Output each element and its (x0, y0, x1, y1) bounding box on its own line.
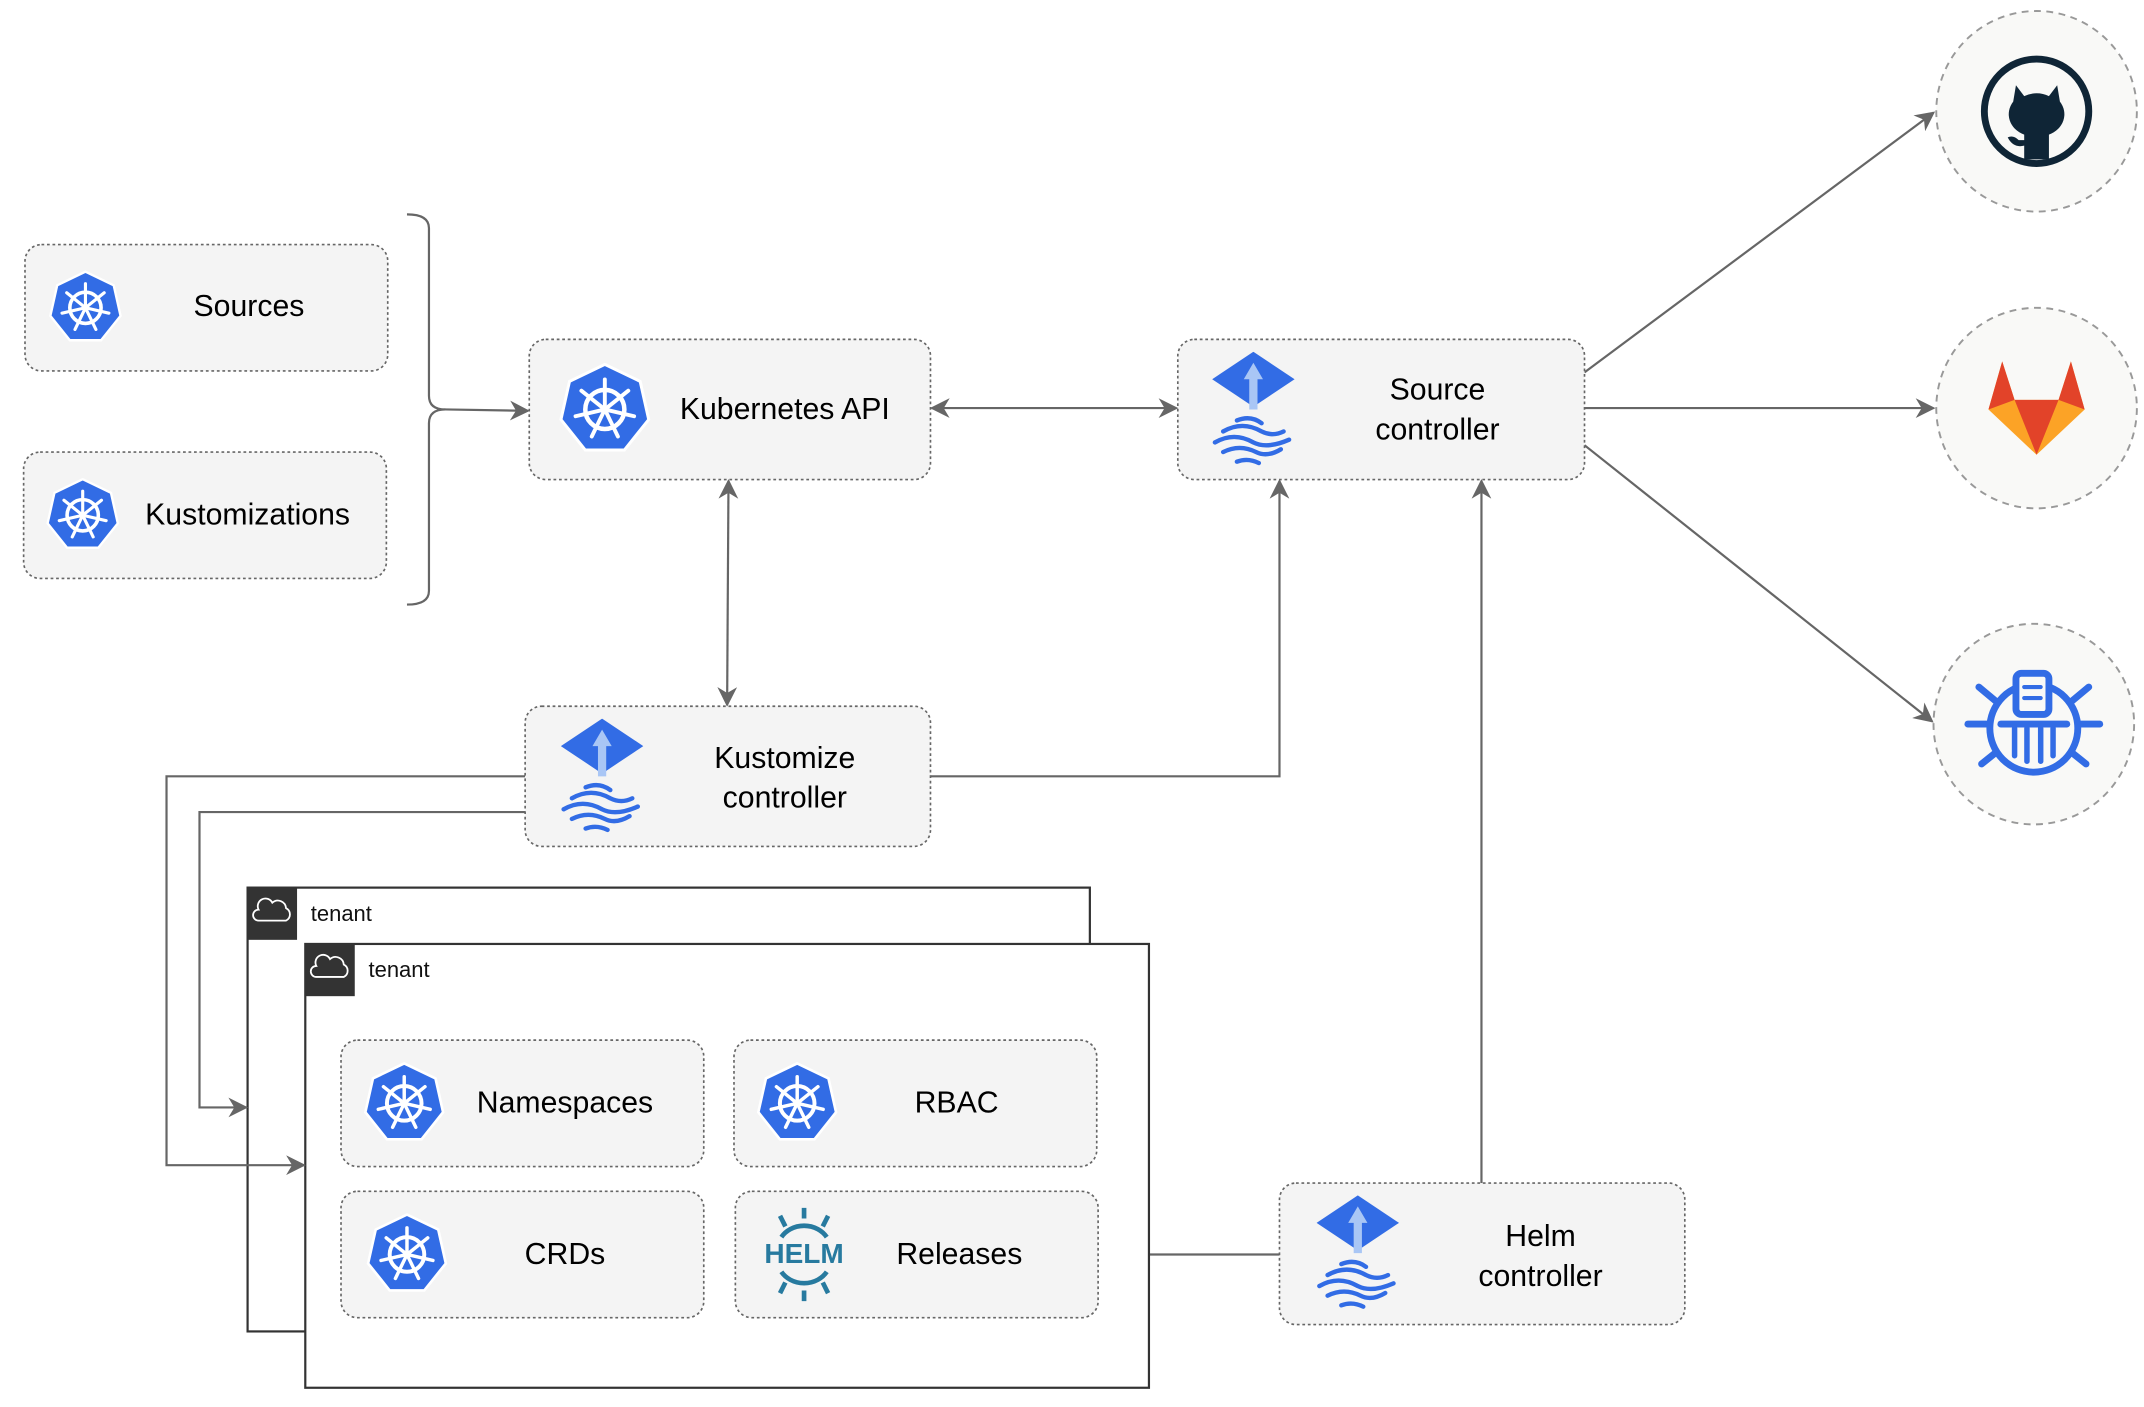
node-label: RBAC (915, 1087, 999, 1120)
cloud-icon (309, 953, 349, 978)
node-label: Namespaces (477, 1087, 653, 1120)
edge-source-to-helm-repo (1583, 444, 1934, 723)
node-label: Kustomizations (145, 499, 350, 532)
node-helm-controller[interactable]: Helm controller (1278, 1182, 1686, 1326)
node-label: Sources (194, 290, 305, 323)
node-kustomizations[interactable]: Kustomizations (22, 451, 388, 580)
github-icon (1980, 55, 2093, 167)
edge-crds-to-api (445, 400, 530, 421)
helm-repository-icon (1964, 669, 2104, 776)
edge-kustomize-to-source (930, 478, 1290, 778)
node-label: Source (1390, 374, 1486, 407)
node-label: Helm (1505, 1220, 1576, 1253)
node-label: CRDs (525, 1238, 606, 1271)
node-releases[interactable]: Releases (734, 1190, 1099, 1319)
node-label: Kubernetes API (680, 393, 890, 426)
node-namespaces[interactable]: Namespaces (340, 1039, 705, 1168)
node-crds[interactable]: CRDs (340, 1190, 705, 1319)
node-sources[interactable]: Sources (24, 243, 389, 372)
gitlab-icon (1988, 361, 2085, 455)
cloud-icon (252, 897, 291, 922)
node-kubernetes-api[interactable]: Kubernetes API (528, 338, 932, 481)
node-label: controller (723, 782, 847, 815)
gitlab-node[interactable] (1935, 306, 2138, 510)
tenant-header (247, 887, 298, 940)
tenant-header (305, 943, 355, 997)
brace (406, 408, 446, 606)
node-label: Kustomize (714, 742, 855, 775)
node-label: controller (1375, 413, 1499, 446)
tenant-label: tenant (369, 957, 430, 982)
node-label: Releases (896, 1238, 1022, 1271)
node-rbac[interactable]: RBAC (733, 1039, 1098, 1168)
node-source-controller[interactable]: Source controller (1176, 338, 1586, 481)
edge-source-to-github (1583, 111, 1936, 374)
node-label: controller (1478, 1260, 1602, 1293)
node-kustomize-controller[interactable]: Kustomize controller (524, 705, 932, 848)
tenant-label: tenant (311, 901, 372, 926)
edge-kustomize-to-tenant-front (165, 775, 526, 1176)
edge-api-kustomize-controller (717, 478, 739, 707)
brace (406, 213, 446, 411)
github-node[interactable] (1935, 10, 2138, 213)
edge-kustomize-to-tenant-back (198, 810, 526, 1118)
helm-repository-node[interactable] (1932, 622, 2136, 826)
